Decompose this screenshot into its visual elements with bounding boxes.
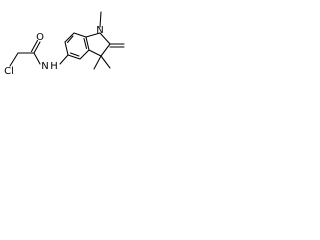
ring-bond-3 bbox=[85, 36, 90, 51]
five-ring-n1-c7a bbox=[85, 32, 101, 38]
ring-nitrogen-label: N bbox=[96, 25, 103, 36]
gem-methyl-bond-1 bbox=[93, 55, 102, 70]
ring-bond-6 bbox=[64, 41, 69, 56]
ring-bond-1 bbox=[67, 54, 81, 60]
gem-methyl-bond-2 bbox=[100, 55, 111, 69]
amide-nitrogen-label: N bbox=[41, 61, 48, 72]
oxygen-atom-label: O bbox=[36, 32, 44, 43]
ring-bond-4 bbox=[73, 32, 87, 38]
chlorine-atom-label: Cl bbox=[4, 66, 14, 77]
ring-bond-5 bbox=[64, 32, 75, 43]
five-ring-c2-n1 bbox=[99, 32, 111, 45]
ring-double-bond-2 bbox=[83, 37, 88, 50]
ring-bond-2 bbox=[79, 49, 90, 60]
ring-double-bond-3 bbox=[66, 35, 74, 44]
five-ring-c3-c3a bbox=[88, 49, 102, 57]
bond-carbonyl-oxygen-a bbox=[33, 41, 41, 54]
bond-cl-ch2 bbox=[9, 52, 19, 67]
bond-carbonyl-oxygen-b bbox=[30, 39, 39, 53]
bond-carbonyl-nitrogen bbox=[33, 52, 41, 65]
amide-hydrogen-label: H bbox=[50, 61, 58, 72]
amide-nh-label: N H bbox=[41, 61, 58, 72]
n-methyl-bond bbox=[99, 11, 102, 28]
bond-nh-ring bbox=[59, 54, 69, 65]
five-ring-c3-c2 bbox=[100, 43, 111, 57]
molecule-structure-diagram: Cl O N H N bbox=[4, 11, 125, 77]
ring-double-bond-1 bbox=[69, 52, 80, 57]
